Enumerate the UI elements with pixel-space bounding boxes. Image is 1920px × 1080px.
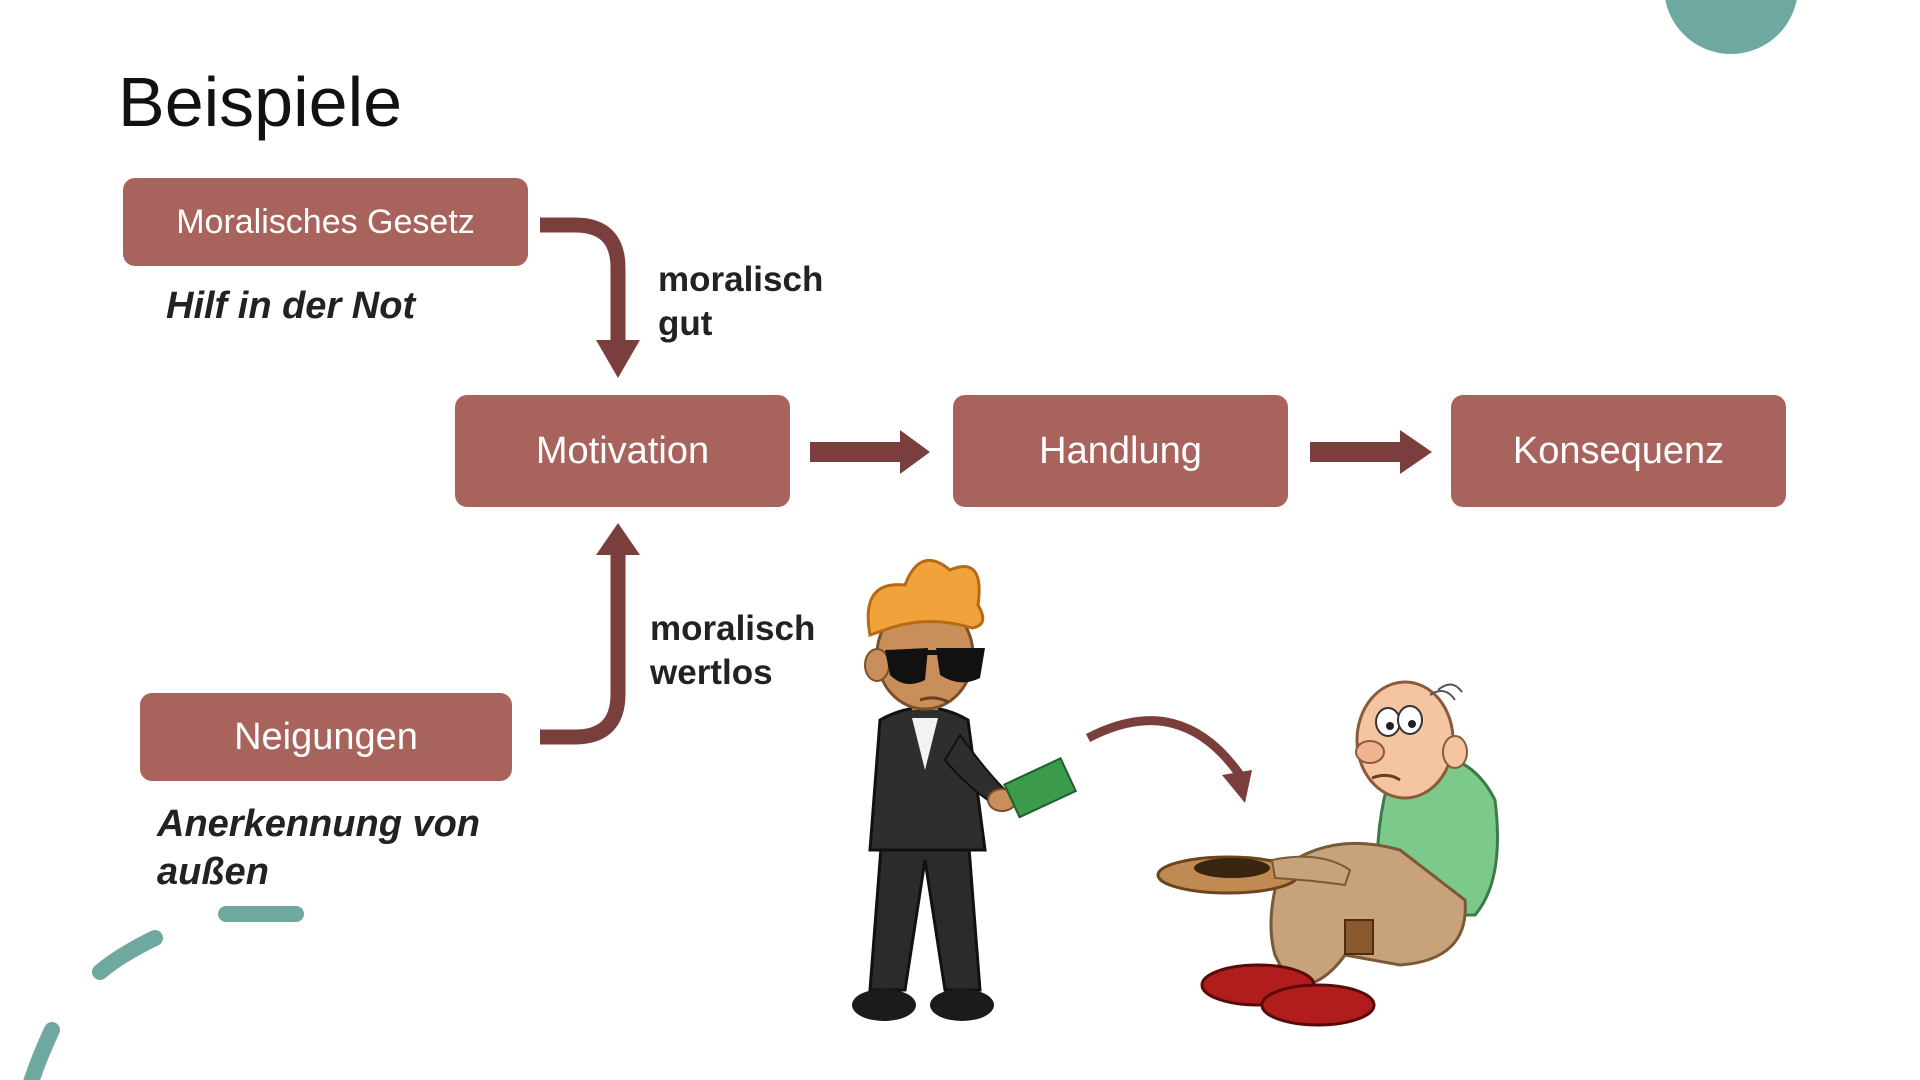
patch-icon [1344, 919, 1374, 955]
dash-segment [92, 930, 163, 980]
box-action-label: Handlung [1039, 429, 1202, 472]
edge-label-line2: gut [658, 304, 713, 343]
connector-inclinations-to-motivation [540, 555, 626, 745]
connector-moral-law-to-motivation [540, 217, 626, 340]
note-inclinations-example: Anerkennung von außen [157, 800, 480, 896]
businessman-icon [852, 559, 1078, 1021]
box-motivation-label: Motivation [535, 429, 710, 472]
box-motivation: Motivation [455, 395, 790, 507]
box-inclinations-label: Neigungen [234, 715, 418, 758]
box-inclinations: Neigungen [140, 693, 512, 781]
box-consequence-label: Konsequenz [1512, 429, 1725, 472]
edge-label-moral-good: moralisch gut [658, 258, 823, 346]
edge-label-moral-worthless: moralisch wertlos [650, 607, 815, 695]
edge-label-line1: moralisch [658, 260, 824, 299]
note-moral-law-example: Hilf in der Not [166, 282, 415, 330]
giving-arrow [1085, 716, 1244, 778]
arrowhead-right-icon [1400, 430, 1432, 474]
note-text-line1: Anerkennung von [157, 803, 481, 845]
note-text-line2: außen [157, 851, 269, 893]
arrow-shaft [1310, 442, 1402, 462]
arrowhead-down-icon [596, 340, 640, 378]
note-text: Hilf in der Not [166, 285, 416, 327]
dash-segment [23, 1022, 60, 1080]
beggar-icon [1156, 680, 1499, 1027]
arrowhead-icon [1222, 770, 1252, 803]
arrowhead-up-icon [596, 523, 640, 555]
slide-title: Beispiele [118, 63, 403, 141]
edge-label-line2: wertlos [650, 653, 773, 692]
arrowhead-right-icon [900, 430, 930, 474]
box-moral-law-label: Moralisches Gesetz [176, 202, 475, 241]
box-action: Handlung [953, 395, 1288, 507]
box-moral-law: Moralisches Gesetz [123, 178, 528, 266]
edge-label-line1: moralisch [650, 609, 816, 648]
box-consequence: Konsequenz [1451, 395, 1786, 507]
money-icon [1003, 757, 1078, 819]
arrow-shaft [810, 442, 902, 462]
